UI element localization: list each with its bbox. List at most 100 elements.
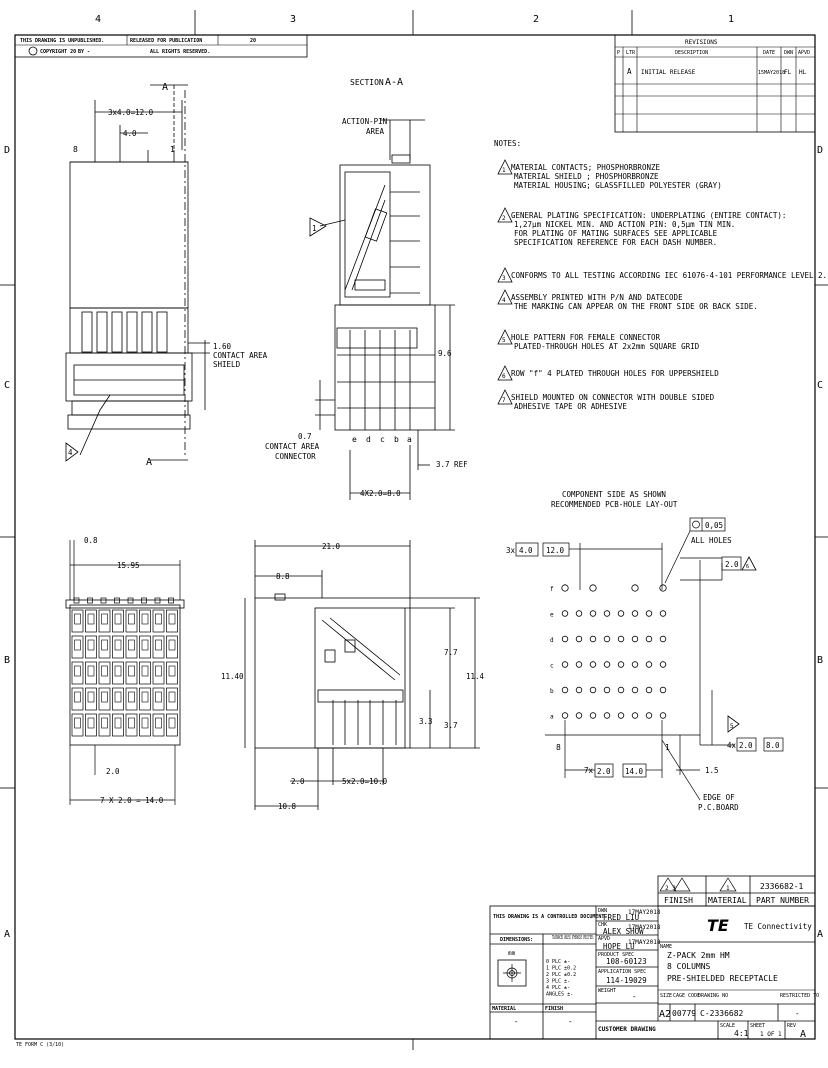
pcb-flag-6: 6 [746, 564, 749, 570]
unpublished-note: THIS DRAWING IS UNPUBLISHED. [20, 38, 104, 44]
pcb-hole [575, 686, 583, 694]
tolerance-row: 3 PLC ±- [546, 979, 570, 985]
contact-cavity [98, 713, 111, 737]
contact-pin [74, 639, 81, 651]
note-line: 1,27µm NICKEL MIN. AND ACTION PIN: 0,5µm… [514, 220, 735, 229]
dimensions-label: DIMENSIONS: [500, 937, 533, 943]
contact-cavity [125, 713, 138, 737]
contact-pin [141, 691, 149, 703]
pcb-hole [589, 661, 597, 668]
name-label: NAME [660, 944, 672, 950]
note-flag-4-icon [65, 442, 79, 462]
pcb-hole [575, 661, 583, 668]
contact-cavity [166, 609, 178, 633]
shield-tab [87, 597, 93, 604]
pcb-pitch-a: 4.0 [519, 546, 533, 555]
tolerance-row: 4 PLC ±- [546, 985, 570, 991]
title-line-1: Z-PACK 2mm HM [667, 951, 730, 960]
zone-col-4: 4 [95, 14, 101, 25]
app-spec: 114-19029 [606, 976, 647, 985]
dim-33: 3.3 [419, 717, 433, 726]
pcb-col-last: 1 [665, 743, 670, 752]
shield-tab [168, 597, 174, 604]
contact-pin [87, 639, 95, 651]
pcb-tol: 0,05 [705, 521, 723, 530]
rev-dwn: FL [784, 69, 792, 76]
scale-value: 4:1 [734, 1029, 749, 1038]
pcb-hole [589, 584, 597, 592]
dim-21: 21.0 [322, 542, 341, 551]
section-mark-top: A [162, 82, 168, 93]
contact-cavity [125, 687, 138, 711]
finish-flag-3-icon [673, 877, 691, 892]
note-number: 3 [502, 275, 506, 282]
pcb-flag-6-icon [741, 556, 757, 571]
contact-pin [155, 665, 162, 677]
section-view [315, 119, 455, 500]
pcb-hole [603, 712, 611, 719]
pcb-hole [645, 686, 653, 694]
contact-cavity [125, 661, 138, 685]
material-flag: 1 [726, 885, 730, 892]
zone-col-2: 2 [533, 14, 539, 25]
row-letter-c: c [380, 435, 385, 444]
restricted-label: RESTRICTED TO [780, 993, 819, 999]
dim-height-96: 9.6 [438, 349, 452, 358]
pcb-hole [561, 712, 569, 719]
dim-08: 0.8 [84, 536, 98, 545]
pcb-hole [603, 635, 611, 643]
contact-pin [114, 717, 122, 729]
contact-pin [141, 665, 149, 677]
contact-pin [87, 613, 95, 625]
note-triangle-icon [497, 289, 513, 305]
contact-pin [168, 665, 176, 677]
contact-cavity [112, 661, 124, 685]
zone-row-d-right: D [817, 145, 823, 156]
note-line: HOLE PATTERN FOR FEMALE CONNECTOR [511, 333, 660, 342]
cage-value: 00779 [672, 1009, 696, 1018]
dim-ref-37: 3.7 REF [436, 460, 468, 469]
bottom-dims [69, 540, 181, 805]
pcb-hole [561, 635, 569, 643]
pcb-hole [617, 610, 625, 617]
rev-value: A [800, 1029, 806, 1040]
contact-cavity [112, 713, 124, 737]
tolerance-row: 0 PLC ±- [546, 959, 570, 965]
contact-pin [155, 639, 162, 651]
row-letter-e: e [352, 435, 357, 444]
tolerance-row: ANGLES ±- [546, 992, 573, 998]
contact-cavity [152, 635, 165, 659]
contact-pin [168, 639, 176, 651]
pcb-hole [589, 610, 597, 617]
row-letter-b: b [394, 435, 399, 444]
note-line: SPECIFICATION REFERENCE FOR EACH DASH NU… [514, 238, 717, 247]
dim-108: 10.8 [278, 802, 297, 811]
contact-pin [155, 691, 162, 703]
pcb-hole [575, 635, 583, 643]
drawing-no-value: C-2336682 [700, 1009, 744, 1018]
pcb-title-1: COMPONENT SIDE AS SHOWN [562, 490, 666, 499]
pcb-hole [631, 712, 639, 719]
contact-cavity [125, 635, 138, 659]
pcb-hole [589, 712, 597, 719]
contact-cavity [85, 661, 97, 685]
pcb-hole [575, 712, 583, 719]
rev-date: 15MAY2018 [758, 70, 785, 76]
dim-1595: 15.95 [117, 561, 140, 570]
scale-label: SCALE [720, 1023, 735, 1029]
pcb-row-label: e [550, 612, 554, 619]
action-pin-label-1: ACTION-PIN [342, 117, 387, 126]
dim-10: 5x2.0=10.0 [342, 777, 388, 786]
pcb-d7x-b: 14.0 [625, 767, 644, 776]
note-number: 4 [502, 297, 506, 304]
contact-pin [87, 717, 95, 729]
sheet-label: SHEET [750, 1023, 765, 1029]
pin-first-label: 8 [73, 145, 78, 154]
notes-title: NOTES: [494, 139, 521, 148]
title-block-lines [489, 875, 816, 1040]
contact-pin [128, 717, 135, 729]
contact-pin [114, 613, 122, 625]
